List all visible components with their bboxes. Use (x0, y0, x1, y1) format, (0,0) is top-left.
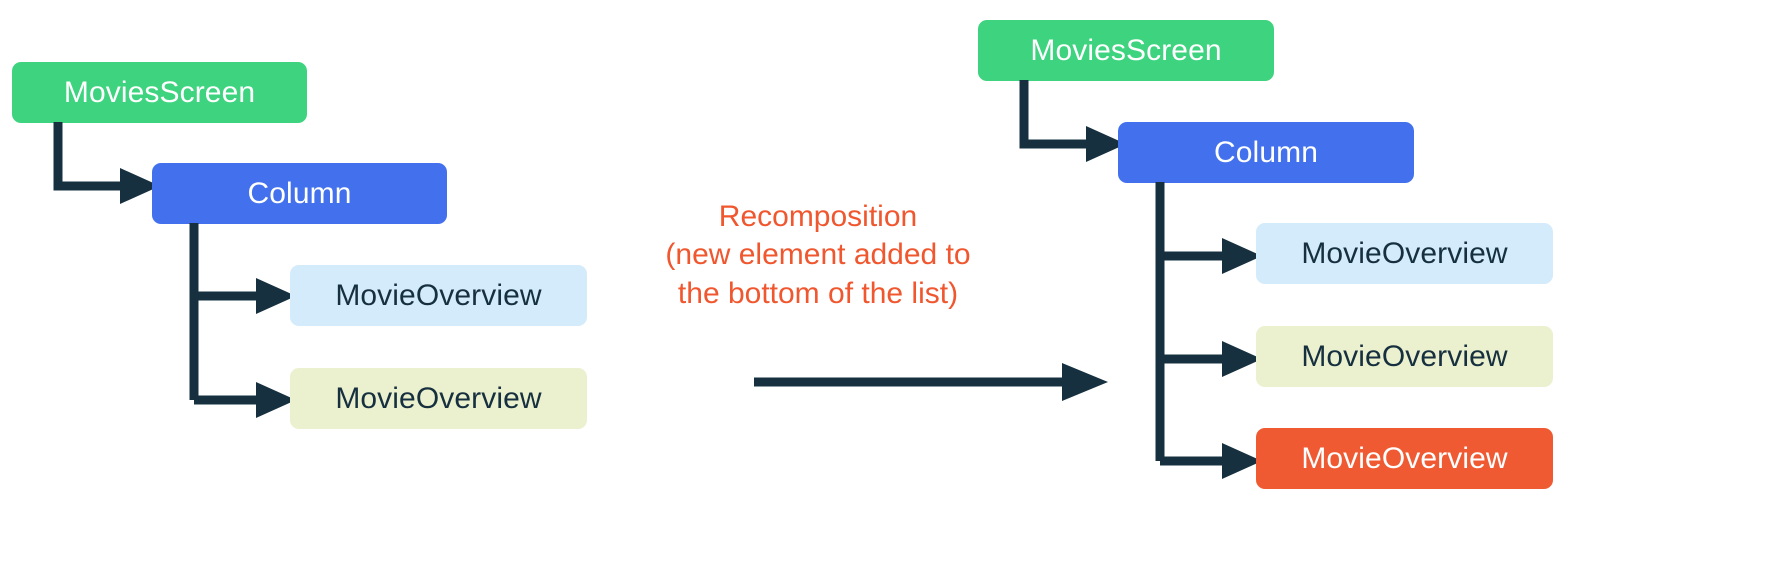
recomposition-label-line-3: the bottom of the list) (677, 276, 959, 310)
recomposition-arrow (754, 363, 1108, 401)
after-connector-screen-to-column (1019, 80, 1126, 162)
before-connector-column-to-children (189, 223, 296, 418)
after-node-movieoverview-1-label: MovieOverview (1301, 236, 1508, 270)
before-node-movieoverview-2[interactable]: MovieOverview (290, 368, 587, 429)
before-node-column-label: Column (247, 176, 352, 210)
before-node-column[interactable]: Column (152, 163, 447, 224)
before-node-moviesscreen-label: MoviesScreen (63, 75, 256, 109)
after-node-movieoverview-3[interactable]: MovieOverview (1256, 428, 1553, 489)
recomposition-label: Recomposition (new element added to the … (653, 198, 983, 313)
before-node-movieoverview-1-label: MovieOverview (335, 278, 542, 312)
after-node-moviesscreen-label: MoviesScreen (1030, 33, 1222, 67)
after-node-movieoverview-2[interactable]: MovieOverview (1256, 326, 1553, 387)
before-node-movieoverview-2-label: MovieOverview (335, 381, 542, 415)
after-node-column-label: Column (1214, 135, 1318, 169)
recomposition-label-line-1: Recomposition (718, 200, 918, 233)
before-node-moviesscreen[interactable]: MoviesScreen (12, 62, 307, 123)
after-node-moviesscreen[interactable]: MoviesScreen (978, 20, 1274, 81)
before-node-movieoverview-1[interactable]: MovieOverview (290, 265, 587, 326)
after-node-movieoverview-2-label: MovieOverview (1301, 339, 1508, 373)
after-connector-column-to-children (1155, 182, 1262, 479)
after-node-column[interactable]: Column (1118, 122, 1414, 183)
recomposition-label-line-2: (new element added to (665, 238, 971, 272)
after-node-movieoverview-3-label: MovieOverview (1301, 441, 1508, 475)
after-node-movieoverview-1[interactable]: MovieOverview (1256, 223, 1553, 284)
before-connector-screen-to-column (53, 122, 160, 204)
